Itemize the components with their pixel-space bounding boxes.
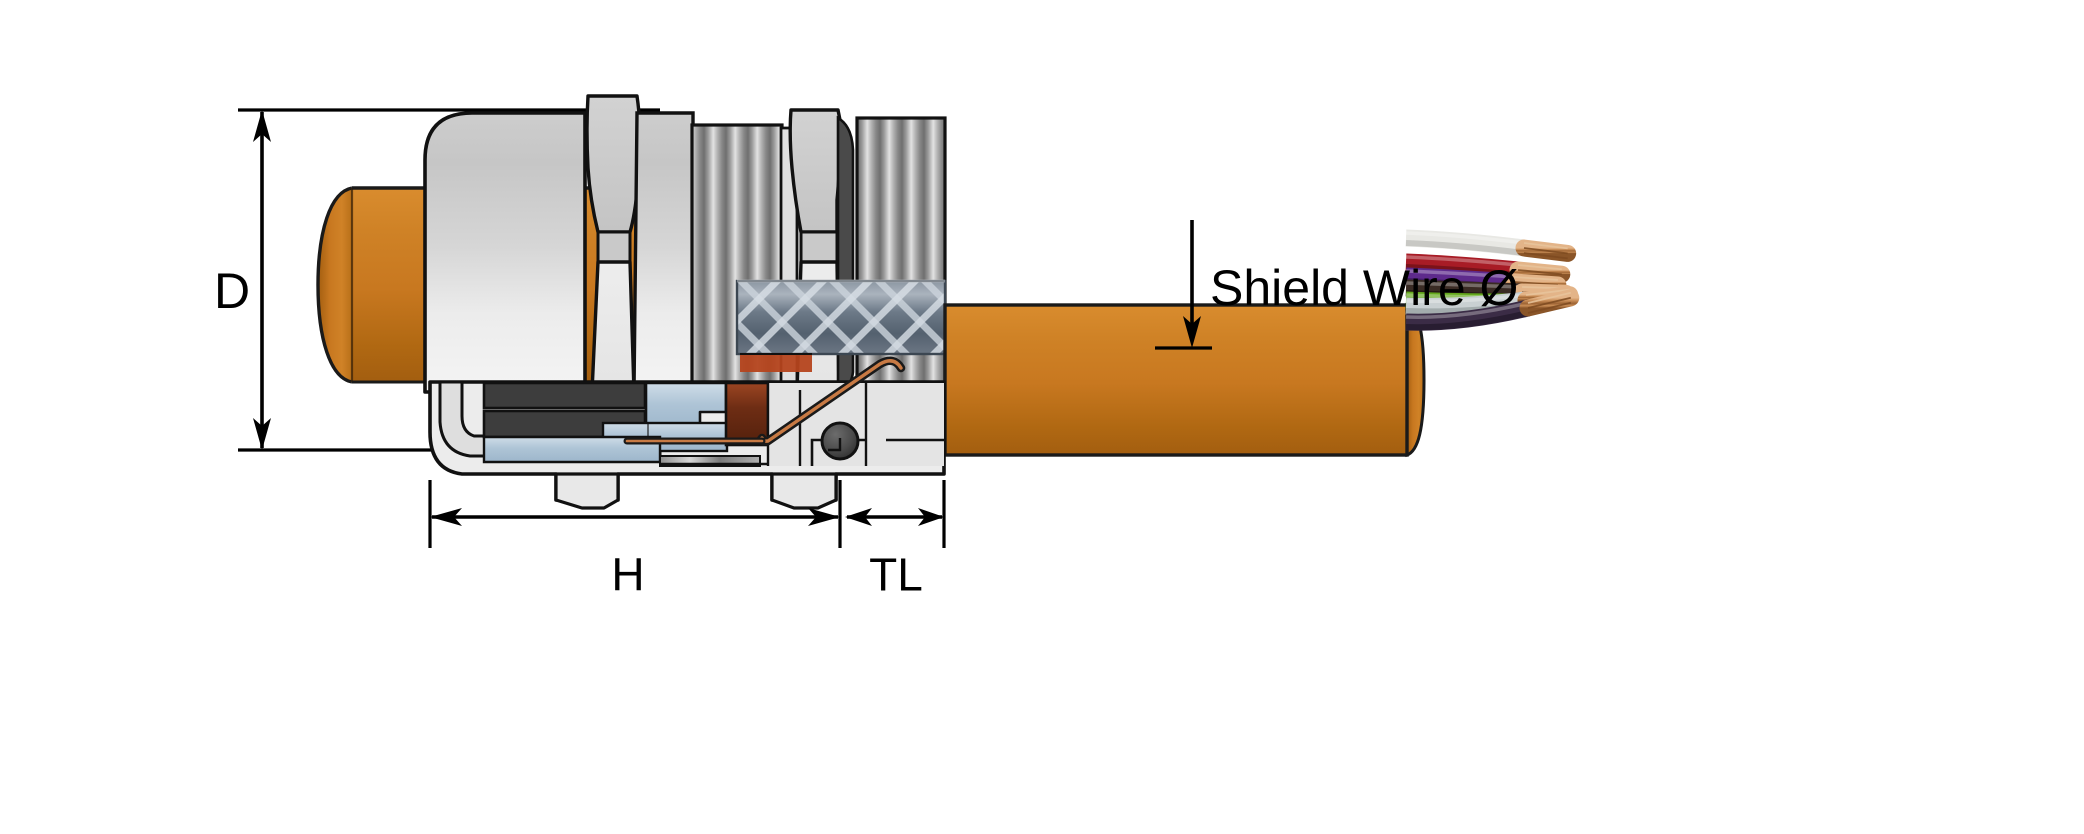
dimension-label-d: D [214,263,250,319]
dimension-label-h: H [611,549,644,601]
dimension-label-shield-wire: Shield Wire Ø [1210,260,1518,316]
wire-bundle [1405,229,1580,331]
wire-darkpurple [1405,289,1580,331]
braided-shield [735,279,947,356]
dimension-h: H [428,480,842,601]
dimension-shield-wire: Shield Wire Ø [1155,220,1518,350]
wire-white [1405,229,1577,262]
dimension-tl: TL [845,480,946,601]
gland-body [423,111,587,394]
cross-section-assembly [428,353,946,510]
dimension-label-tl: TL [869,549,923,601]
cable-outer-jacket-right [943,302,1426,458]
